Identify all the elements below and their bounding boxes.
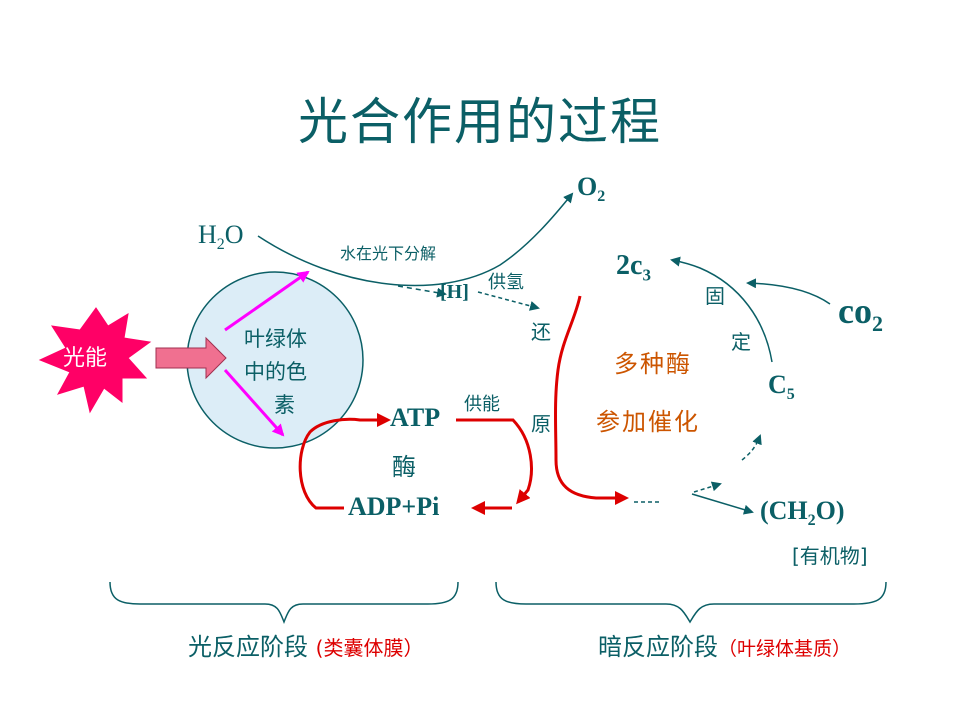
light-stage-brace [109,581,459,625]
reduction-label-2: 原 [531,412,551,436]
water-split-label: 水在光下分解 [340,244,437,263]
enzymes-label-line2: 参加催化 [596,408,700,436]
c5-label: C5 [768,370,795,404]
pigment-label-line2: 中的色 [244,360,307,384]
page-title: 光合作用的过程 [298,93,662,151]
co2-fixation-arrow [746,278,831,305]
light-energy-star [38,307,152,414]
supply-energy-label: 供能 [464,394,500,415]
atp-supply-line [456,418,533,505]
c5-to-c3-curve [670,256,773,363]
enzyme-label: 酶 [392,453,416,481]
h-label: [H] [440,281,469,303]
supply-h-label: 供氢 [488,272,524,293]
up-dash-arrow [693,481,722,493]
light-input-arrow [155,336,227,380]
atp-label: ATP [390,403,441,432]
regenerate-c5-arrow [741,434,762,461]
pigment-arrow-up [224,270,310,332]
fixation-label-2: 定 [731,330,751,354]
c3-label: 2c3 [616,250,651,285]
h2o-label: H2O [198,220,244,254]
dark-stage-label: 暗反应阶段（叶绿体基质） [598,633,852,661]
pigment-label-line3: 素 [274,393,295,417]
light-stage-location: (类囊体膜） [315,636,424,660]
reduction-label-1: 还 [531,320,551,344]
to-ch2o-arrow [691,493,754,515]
h-supply-arrow [477,291,540,311]
adp-pi-label: ADP+Pi [348,492,440,521]
pigment-arrow-down [223,369,285,437]
h-branch-line [397,285,447,298]
fixation-label-1: 固 [705,284,725,308]
dark-stage-brace [495,581,887,624]
pigment-label-line1: 叶绿体 [244,327,307,351]
dark-stage-location: （叶绿体基质） [718,638,852,660]
water-split-arc [257,192,574,287]
co2-label: co2 [838,291,883,337]
light-stage-label: 光反应阶段 (类囊体膜） [188,633,424,661]
adp-regeneration-curve [298,413,391,510]
reduction-line [554,295,629,505]
o2-label: O2 [577,172,606,206]
ch2o-label: (CH2O) [760,496,845,530]
enzymes-label-line1: 多种酶 [614,350,692,378]
light-energy-label: 光能 [63,346,108,371]
organic-label: [有机物] [792,544,868,568]
